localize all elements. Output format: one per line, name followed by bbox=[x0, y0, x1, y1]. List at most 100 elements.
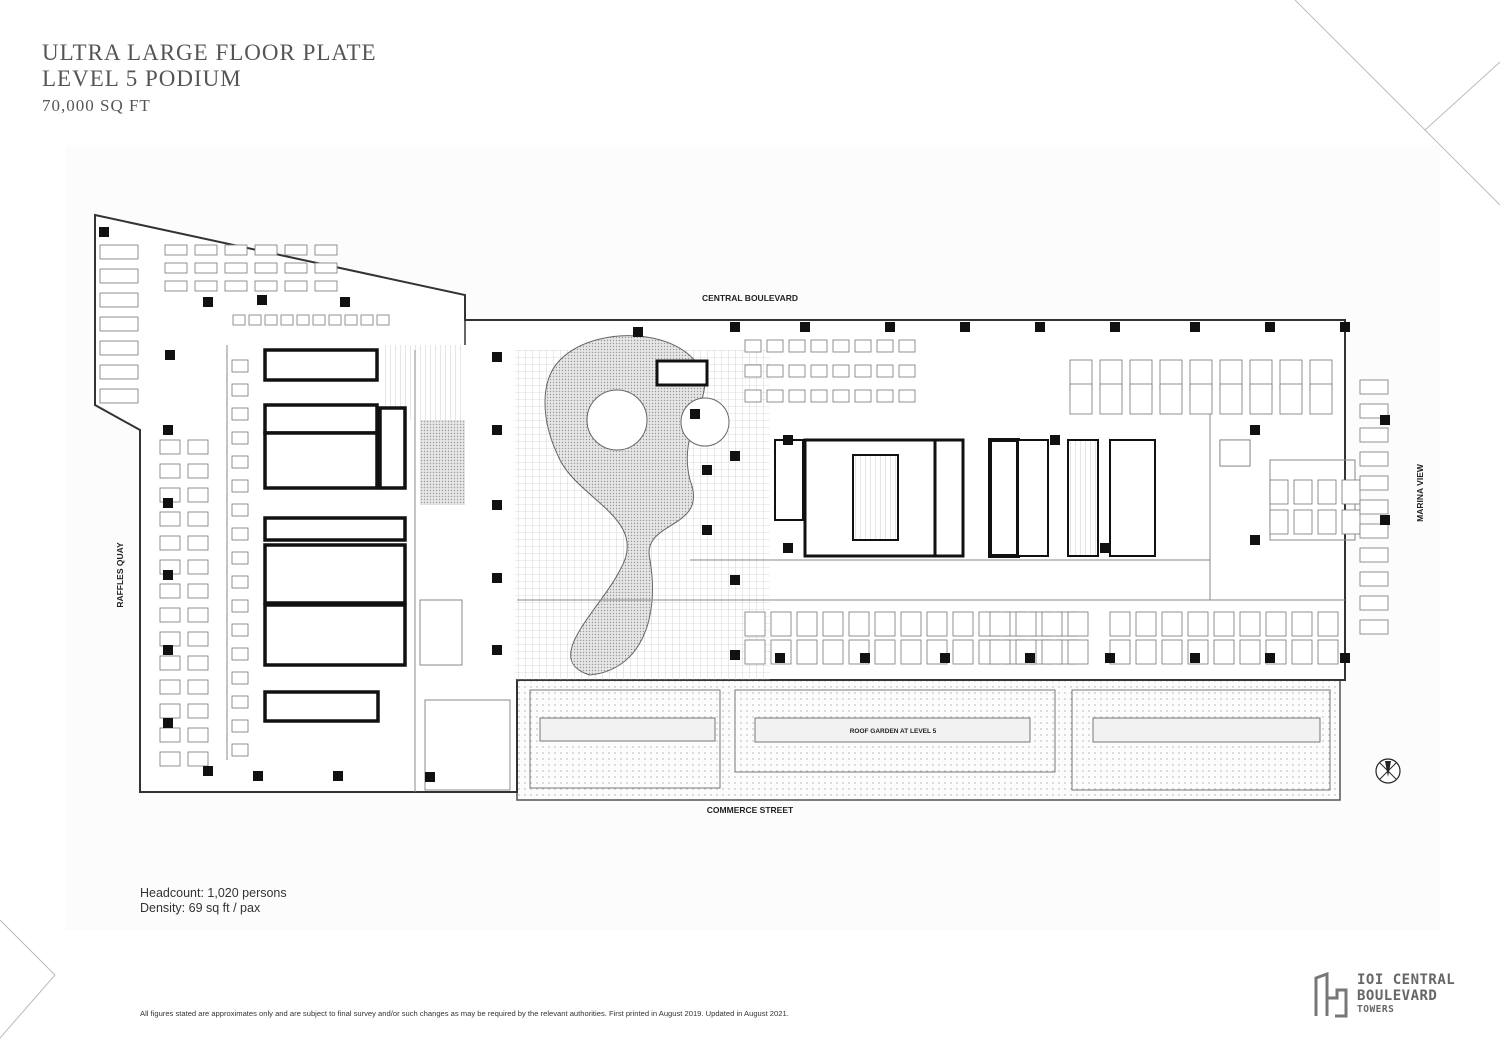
desk bbox=[254, 280, 278, 292]
desk bbox=[989, 639, 1011, 665]
desk bbox=[788, 339, 806, 353]
desk bbox=[1213, 611, 1235, 637]
desk bbox=[1159, 383, 1183, 415]
desk bbox=[187, 679, 209, 695]
column bbox=[1265, 653, 1275, 663]
desk bbox=[314, 280, 338, 292]
desk bbox=[1291, 611, 1313, 637]
desk bbox=[854, 389, 872, 403]
desk bbox=[1219, 439, 1251, 467]
desk bbox=[312, 314, 326, 326]
desk bbox=[224, 280, 248, 292]
column bbox=[203, 297, 213, 307]
desk bbox=[159, 631, 181, 647]
desk bbox=[1269, 479, 1289, 505]
desk bbox=[1109, 611, 1131, 637]
headcount: Headcount: 1,020 persons bbox=[140, 886, 287, 900]
desk bbox=[187, 631, 209, 647]
desk bbox=[187, 727, 209, 743]
desk bbox=[99, 244, 139, 260]
desk bbox=[159, 727, 181, 743]
logo-line-2: BOULEVARD bbox=[1357, 988, 1438, 1004]
desk bbox=[164, 262, 188, 274]
desk bbox=[360, 314, 374, 326]
stats: Headcount: 1,020 persons Density: 69 sq … bbox=[140, 886, 287, 916]
desk bbox=[952, 639, 974, 665]
desk bbox=[187, 703, 209, 719]
desk bbox=[766, 364, 784, 378]
desk bbox=[744, 364, 762, 378]
column bbox=[690, 409, 700, 419]
desk bbox=[159, 439, 181, 455]
desk bbox=[99, 316, 139, 332]
desk bbox=[1317, 479, 1337, 505]
central-core bbox=[774, 438, 1156, 558]
desk bbox=[822, 639, 844, 665]
desk bbox=[1249, 383, 1273, 415]
desk bbox=[224, 244, 248, 256]
desk bbox=[1265, 611, 1287, 637]
desk bbox=[187, 463, 209, 479]
desk bbox=[1359, 595, 1389, 611]
column bbox=[1050, 435, 1060, 445]
desk bbox=[232, 314, 246, 326]
roof-garden-label: ROOF GARDEN AT LEVEL 5 bbox=[850, 728, 937, 735]
column bbox=[1025, 653, 1035, 663]
desk bbox=[1359, 475, 1389, 491]
floor-area: 70,000 SQ FT bbox=[42, 96, 151, 115]
desk bbox=[1069, 383, 1093, 415]
desk bbox=[1293, 509, 1313, 535]
column bbox=[163, 570, 173, 580]
desk bbox=[231, 719, 249, 733]
desk bbox=[898, 339, 916, 353]
desk bbox=[1359, 379, 1389, 395]
desk bbox=[1341, 509, 1361, 535]
column bbox=[1035, 322, 1045, 332]
desk bbox=[1041, 639, 1063, 665]
column bbox=[163, 425, 173, 435]
desk bbox=[854, 364, 872, 378]
desk bbox=[1161, 639, 1183, 665]
desk bbox=[788, 389, 806, 403]
desk bbox=[1187, 611, 1209, 637]
west-core bbox=[263, 348, 407, 723]
desk bbox=[810, 389, 828, 403]
desk bbox=[159, 511, 181, 527]
column bbox=[960, 322, 970, 332]
desk bbox=[248, 314, 262, 326]
desk bbox=[159, 751, 181, 767]
column bbox=[940, 653, 950, 663]
desk bbox=[187, 511, 209, 527]
street-label-north: CENTRAL BOULEVARD bbox=[702, 293, 798, 303]
desk bbox=[1359, 523, 1389, 539]
desk bbox=[284, 280, 308, 292]
desk bbox=[231, 383, 249, 397]
desk bbox=[874, 639, 896, 665]
column bbox=[730, 650, 740, 660]
desk bbox=[848, 611, 870, 637]
desk bbox=[231, 527, 249, 541]
logo-line-3: TOWERS bbox=[1357, 1004, 1395, 1015]
desk bbox=[1213, 639, 1235, 665]
column bbox=[1100, 543, 1110, 553]
desk bbox=[1099, 383, 1123, 415]
desk bbox=[1067, 639, 1089, 665]
column bbox=[1380, 415, 1390, 425]
column bbox=[1190, 322, 1200, 332]
logo-line-1: IOI CENTRAL bbox=[1357, 972, 1456, 988]
brand-logo: IOI CENTRAL BOULEVARD TOWERS bbox=[1313, 972, 1455, 1018]
desk bbox=[810, 339, 828, 353]
desk bbox=[187, 535, 209, 551]
desk bbox=[1359, 427, 1389, 443]
desk bbox=[900, 611, 922, 637]
desk bbox=[876, 364, 894, 378]
column bbox=[730, 575, 740, 585]
desk bbox=[296, 314, 310, 326]
column bbox=[1250, 425, 1260, 435]
column bbox=[257, 295, 267, 305]
desk bbox=[1135, 639, 1157, 665]
desk bbox=[280, 314, 294, 326]
column bbox=[203, 766, 213, 776]
desk bbox=[1239, 611, 1261, 637]
